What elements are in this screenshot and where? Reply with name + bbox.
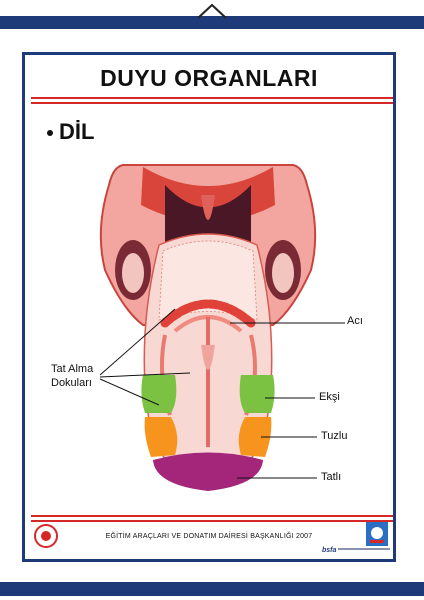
title-divider-bottom — [31, 102, 393, 104]
title-divider-top — [31, 97, 393, 99]
label-tat-alma-line2: Dokuları — [51, 377, 92, 389]
vallate-papillae — [160, 299, 256, 328]
footer-divider-bottom — [31, 520, 393, 522]
section-heading-text: DİL — [59, 119, 95, 144]
brand-tagline — [338, 548, 390, 550]
label-aci: Acı — [347, 315, 363, 327]
eksi-zone-right — [239, 375, 275, 413]
tuzlu-zone-left — [144, 417, 178, 457]
poster: DUYU ORGANLARI DİL — [22, 52, 396, 562]
tonsil-right-inner — [272, 253, 294, 293]
label-tuzlu: Tuzlu — [321, 430, 348, 442]
tongue-diagram — [99, 164, 345, 491]
publisher-logo-icon — [366, 522, 388, 546]
brand-mark: bsfa — [322, 547, 337, 554]
bullet-icon — [47, 130, 53, 137]
tonsil-left-inner — [122, 253, 144, 293]
uvula — [201, 195, 215, 220]
label-tatli: Tatlı — [321, 471, 342, 483]
hanger-rail-bottom — [0, 582, 424, 596]
section-heading: DİL — [47, 119, 94, 145]
tongue-back-texture — [158, 240, 258, 321]
tatli-zone — [153, 452, 263, 491]
footer-divider-top — [31, 515, 393, 517]
footer-text: EĞİTİM ARAÇLARI VE DONATIM DAİRESİ BAŞKA… — [105, 533, 313, 540]
label-tat-alma-line1: Tat Alma — [51, 363, 94, 375]
hanger-rail-top — [0, 16, 424, 29]
hanger-hook-icon — [197, 3, 227, 19]
eksi-zone-left — [141, 375, 177, 413]
ministry-emblem-icon — [34, 524, 58, 548]
label-eksi: Ekşi — [319, 391, 340, 403]
tuzlu-zone-right — [238, 417, 272, 457]
poster-title: DUYU ORGANLARI — [100, 65, 318, 91]
